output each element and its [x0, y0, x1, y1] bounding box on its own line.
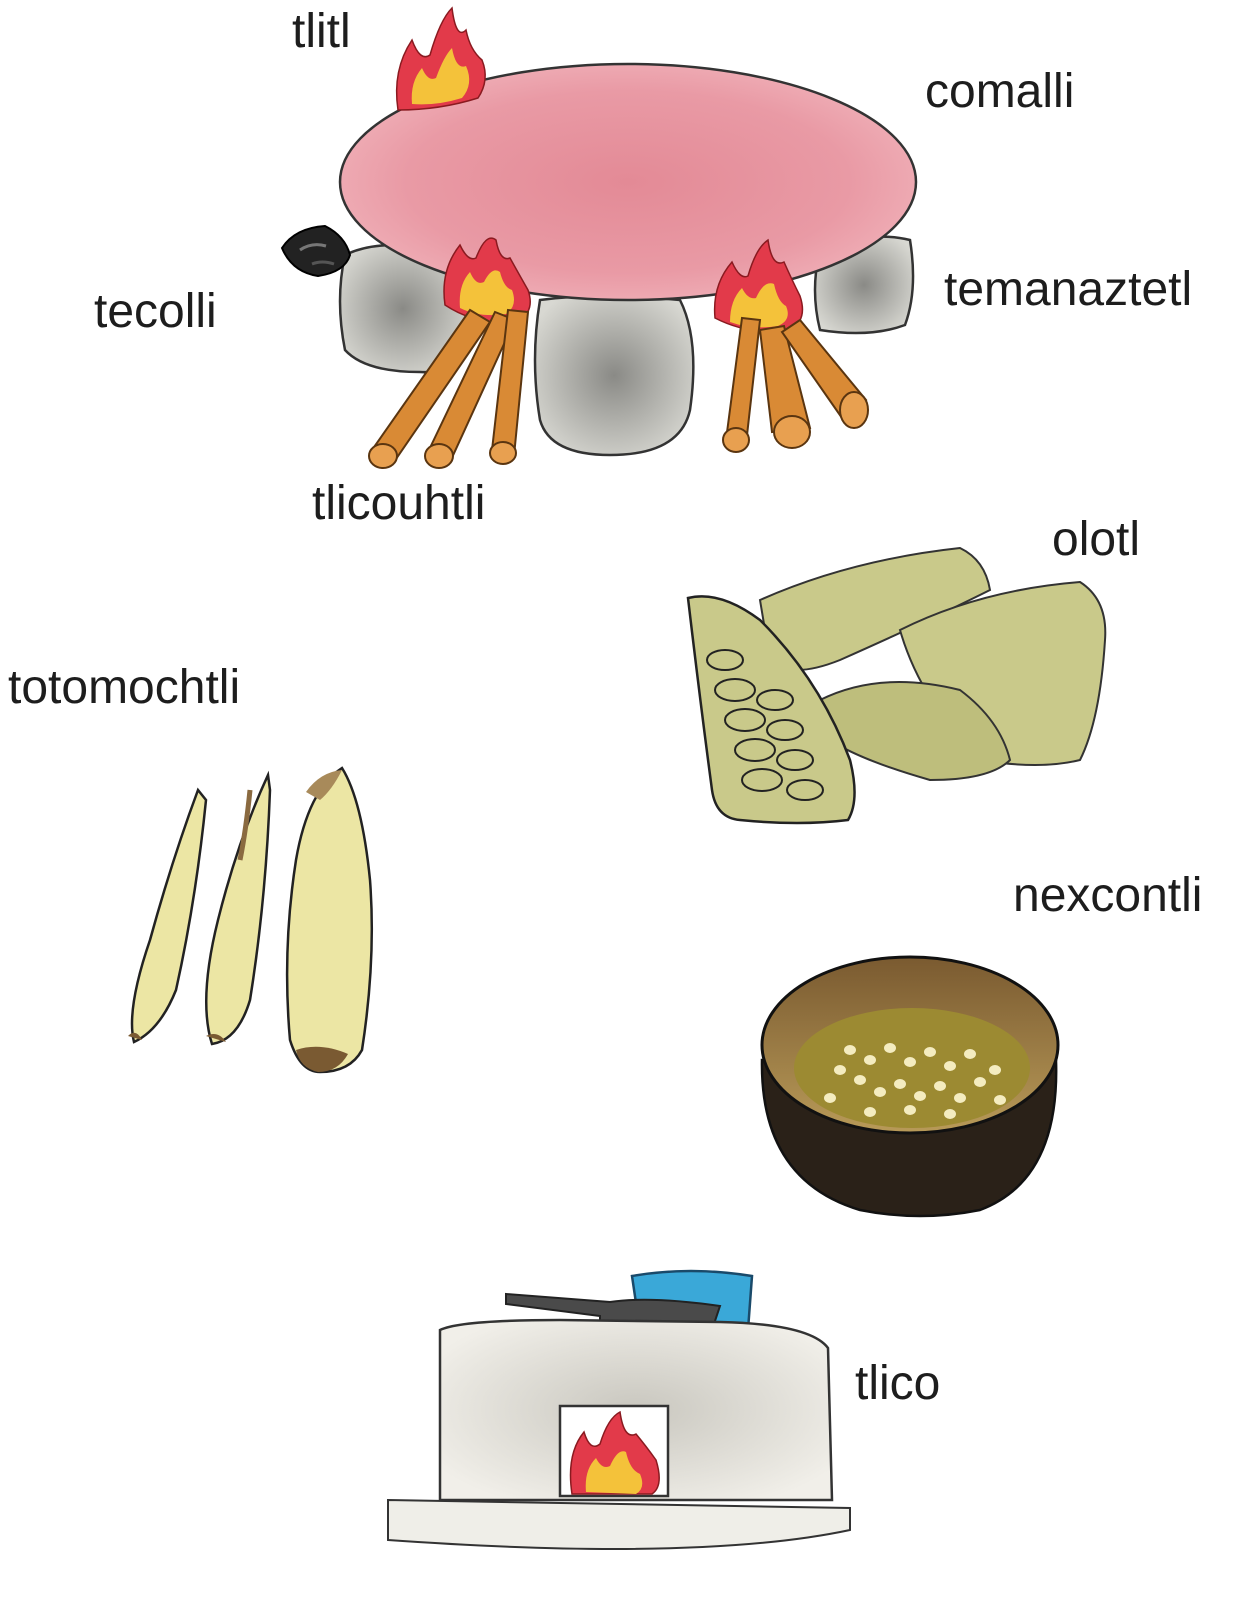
tecolli-charcoal	[282, 226, 350, 276]
tlitl-flame	[397, 8, 486, 110]
label-nexcontli: nexcontli	[1013, 872, 1202, 920]
label-temanaztetl: temanaztetl	[944, 266, 1192, 314]
comal-fire-scene	[282, 8, 916, 468]
nexcontli-bowl	[762, 957, 1058, 1216]
olotl-corn-cobs	[688, 548, 1105, 823]
label-tecolli: tecolli	[94, 288, 217, 336]
label-tlico: tlico	[855, 1360, 940, 1408]
totomochtli-husks	[128, 768, 372, 1072]
label-olotl: olotl	[1052, 516, 1140, 564]
tlico-stove	[388, 1271, 850, 1549]
label-tlicouhtli: tlicouhtli	[312, 480, 485, 528]
label-comalli: comalli	[925, 68, 1074, 116]
label-tlitl: tlitl	[292, 8, 351, 56]
label-totomochtli: totomochtli	[8, 664, 240, 712]
